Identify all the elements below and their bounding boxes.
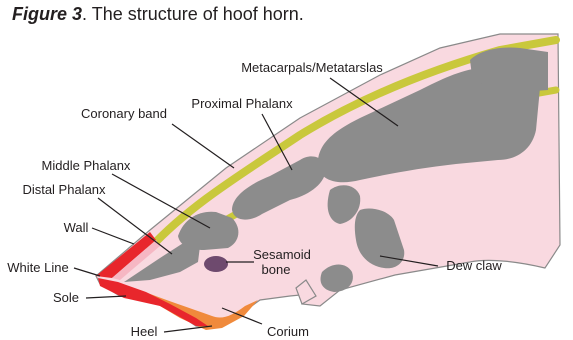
label-middle-phalanx: Middle Phalanx — [42, 158, 131, 173]
label-metacarpals: Metacarpals/Metatarslas — [241, 60, 383, 75]
label-white-line: White Line — [7, 260, 68, 275]
leader-coronary-band — [172, 124, 234, 168]
sesamoid-bone-shape — [204, 256, 228, 272]
label-sesamoid-1: Sesamoid — [253, 247, 311, 262]
label-wall: Wall — [64, 220, 89, 235]
leader-white-line — [74, 268, 100, 276]
label-corium: Corium — [267, 324, 309, 339]
label-coronary-band: Coronary band — [81, 106, 167, 121]
label-sole: Sole — [53, 290, 79, 305]
leader-wall — [92, 228, 134, 244]
label-distal-phalanx: Distal Phalanx — [22, 182, 106, 197]
label-proximal-phalanx: Proximal Phalanx — [191, 96, 293, 111]
leader-sole — [86, 296, 126, 298]
label-sesamoid-2: bone — [262, 262, 291, 277]
label-dew-claw: Dew claw — [446, 258, 502, 273]
label-heel: Heel — [131, 324, 158, 339]
